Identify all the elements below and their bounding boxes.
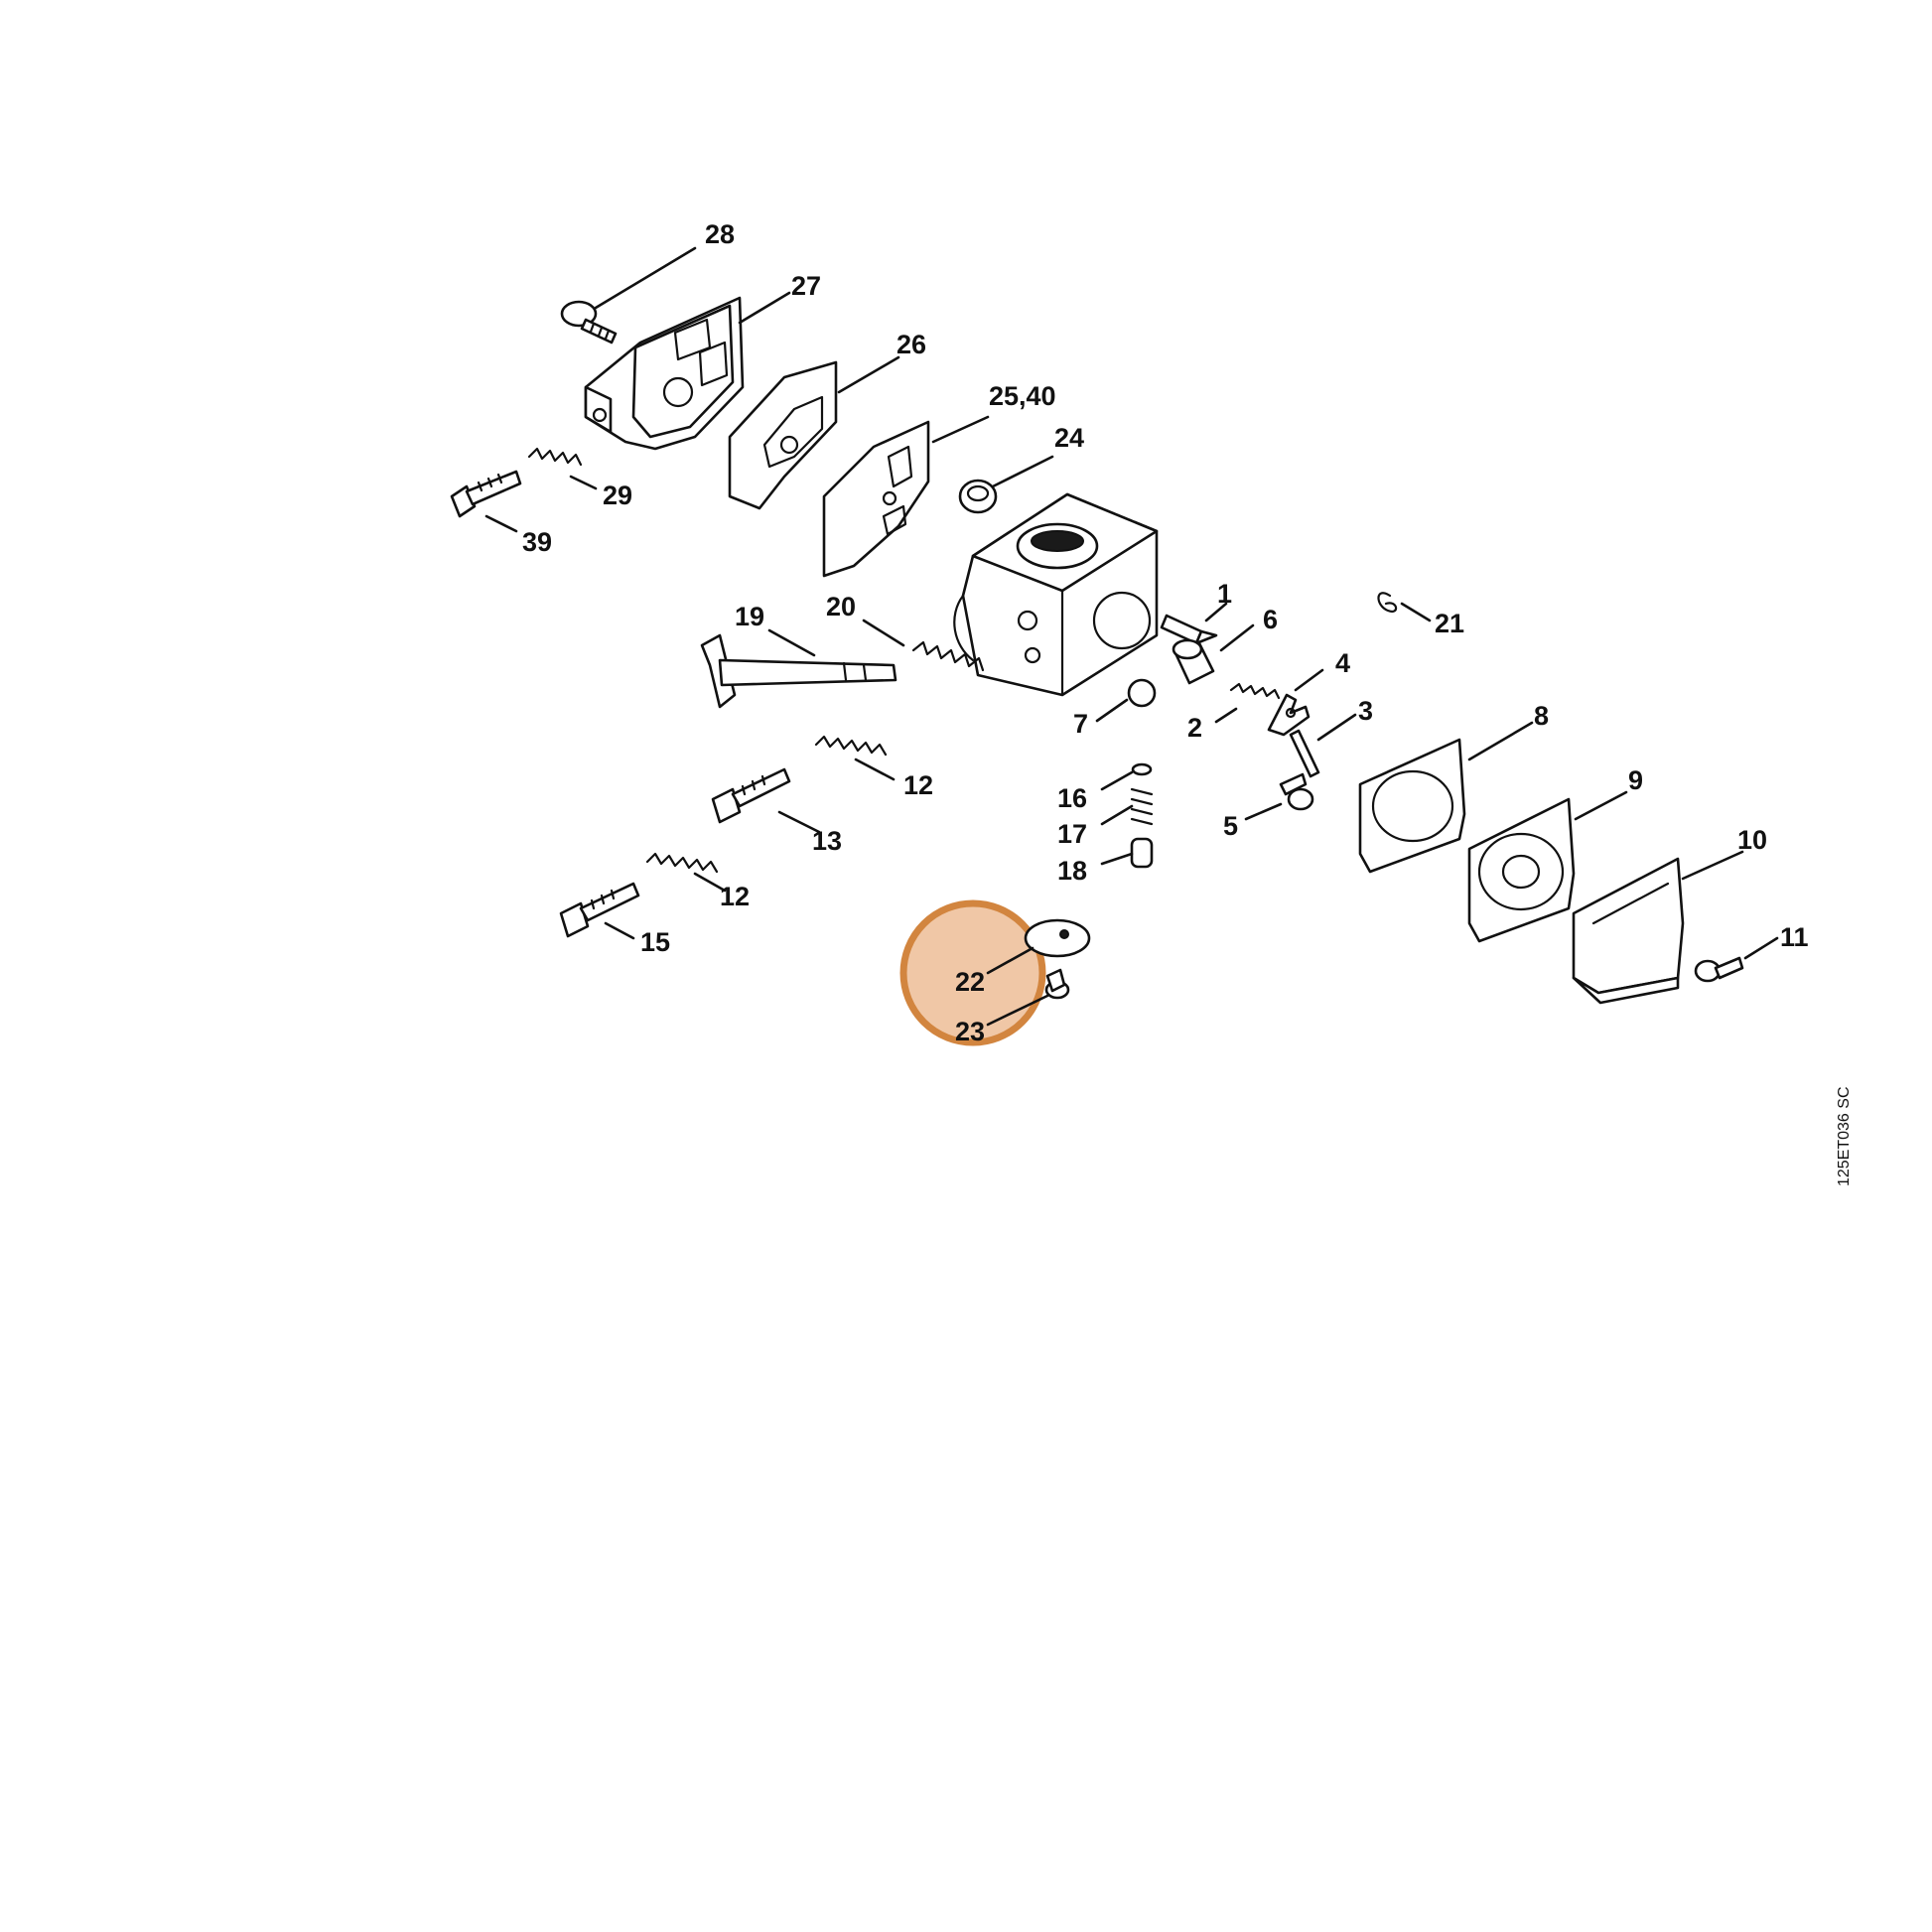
label-9: 9	[1628, 765, 1643, 795]
label-13: 13	[812, 826, 842, 856]
part-19-shaft[interactable]	[700, 633, 897, 709]
label-20: 20	[826, 592, 856, 621]
label-26: 26	[897, 330, 926, 359]
label-17: 17	[1057, 819, 1087, 849]
label-24: 24	[1054, 423, 1084, 453]
label-22: 22	[955, 967, 985, 997]
part-29-spring[interactable]	[527, 447, 583, 467]
part-22-disc[interactable]	[1024, 918, 1091, 958]
carburetor-body[interactable]	[953, 492, 1159, 697]
label-4: 4	[1335, 648, 1350, 678]
part-12-spring-upper[interactable]	[814, 735, 888, 757]
label-10: 10	[1737, 825, 1767, 855]
part-6-nozzle[interactable]	[1172, 638, 1215, 685]
label-12-upper: 12	[903, 770, 933, 800]
part-26-gasket[interactable]	[728, 360, 838, 510]
part-23-screw[interactable]	[1044, 968, 1070, 1000]
label-5: 5	[1223, 811, 1238, 841]
label-11: 11	[1780, 922, 1809, 952]
part-7-ring[interactable]	[1127, 678, 1157, 708]
label-21: 21	[1435, 609, 1464, 638]
part-13-adjusting-screw[interactable]	[711, 767, 791, 824]
part-11-screw[interactable]	[1694, 956, 1744, 983]
part-8-gasket[interactable]	[1358, 738, 1466, 874]
part-2-spring[interactable]	[1229, 682, 1281, 700]
part-17-spring[interactable]	[1130, 787, 1154, 826]
part-4-control-lever[interactable]	[1267, 693, 1311, 737]
label-2: 2	[1187, 713, 1202, 743]
label-19: 19	[735, 602, 764, 631]
part-15-adjusting-screw[interactable]	[559, 882, 640, 938]
drawing-code: 125ET036 SC	[1836, 1086, 1853, 1186]
label-8: 8	[1534, 701, 1549, 731]
label-39: 39	[522, 527, 552, 557]
label-3: 3	[1358, 696, 1373, 726]
part-39-screw[interactable]	[450, 470, 522, 518]
part-12-spring-lower[interactable]	[645, 852, 719, 874]
part-9-diaphragm[interactable]	[1467, 797, 1576, 943]
part-25-40-diaphragm[interactable]	[822, 420, 930, 578]
label-23: 23	[955, 1017, 985, 1046]
label-15: 15	[640, 927, 670, 957]
label-25-40: 25,40	[989, 381, 1056, 411]
part-5-screw[interactable]	[1279, 772, 1314, 811]
label-18: 18	[1057, 856, 1087, 886]
part-20-spring[interactable]	[911, 640, 985, 672]
label-7: 7	[1073, 709, 1088, 739]
label-1: 1	[1217, 579, 1232, 609]
part-3-spindle[interactable]	[1289, 729, 1320, 778]
label-12-lower: 12	[720, 882, 750, 911]
part-21-clip[interactable]	[1377, 592, 1398, 614]
part-27-pump-cover[interactable]	[584, 296, 745, 451]
part-labels: 28 27 26 25,40 24 29 39 19 20 1 6 7 2 4 …	[522, 219, 1809, 1046]
label-27: 27	[791, 271, 821, 301]
part-18-valve[interactable]	[1130, 837, 1154, 869]
part-16-ring[interactable]	[1131, 762, 1153, 776]
label-16: 16	[1057, 783, 1087, 813]
leader-lines	[484, 246, 1779, 1027]
highlight-circle	[899, 899, 1046, 1046]
label-29: 29	[603, 481, 632, 510]
label-28: 28	[705, 219, 735, 249]
part-10-end-cover[interactable]	[1572, 857, 1685, 1005]
label-6: 6	[1263, 605, 1278, 634]
part-24-plug[interactable]	[958, 479, 998, 514]
part-28-screw[interactable]	[560, 300, 618, 345]
